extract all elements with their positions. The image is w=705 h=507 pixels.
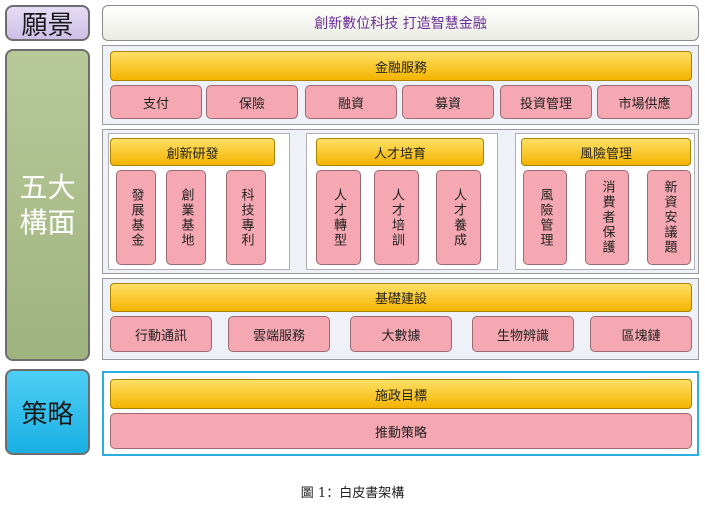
strategy-push: 推動策略 bbox=[110, 413, 692, 449]
finance-item: 支付 bbox=[110, 85, 202, 119]
group-innovation-item: 發展基金 bbox=[116, 170, 156, 265]
figure-caption: 圖 1：白皮書架構 bbox=[300, 486, 405, 501]
group-risk-item: 風險管理 bbox=[523, 170, 567, 265]
group-innovation-item: 創業基地 bbox=[166, 170, 206, 265]
group-risk-item: 新資安議題 bbox=[647, 170, 691, 265]
finance-title: 金融服務 bbox=[110, 51, 692, 81]
infra-item: 大數據 bbox=[350, 316, 452, 352]
finance-item: 市場供應 bbox=[597, 85, 692, 119]
finance-item: 融資 bbox=[305, 85, 397, 119]
strategy-label: 策略 bbox=[5, 369, 90, 455]
group-innovation-item: 科技專利 bbox=[226, 170, 266, 265]
group-talent-item: 人才轉型 bbox=[316, 170, 361, 265]
group-risk-item: 消費者保護 bbox=[585, 170, 629, 265]
infra-item: 行動通訊 bbox=[110, 316, 212, 352]
five-aspects-label: 五大 構面 bbox=[5, 49, 90, 361]
group-risk-title: 風險管理 bbox=[521, 138, 691, 166]
infra-item: 雲端服務 bbox=[228, 316, 330, 352]
group-talent-item: 人才養成 bbox=[436, 170, 481, 265]
vision-bar: 創新數位科技 打造智慧金融 bbox=[102, 5, 699, 41]
infra-item: 區塊鏈 bbox=[590, 316, 692, 352]
strategy-goal: 施政目標 bbox=[110, 379, 692, 409]
vision-label: 願景 bbox=[5, 5, 90, 41]
five-aspects-line-1: 五大 bbox=[19, 171, 76, 204]
five-aspects-line-2: 構面 bbox=[19, 206, 76, 239]
finance-item: 保險 bbox=[206, 85, 298, 119]
finance-item: 募資 bbox=[402, 85, 494, 119]
group-talent-title: 人才培育 bbox=[316, 138, 484, 166]
infra-item: 生物辨識 bbox=[472, 316, 574, 352]
group-talent-item: 人才培訓 bbox=[374, 170, 419, 265]
infra-title: 基礎建設 bbox=[110, 283, 692, 312]
finance-item: 投資管理 bbox=[500, 85, 592, 119]
group-innovation-title: 創新研發 bbox=[110, 138, 275, 166]
